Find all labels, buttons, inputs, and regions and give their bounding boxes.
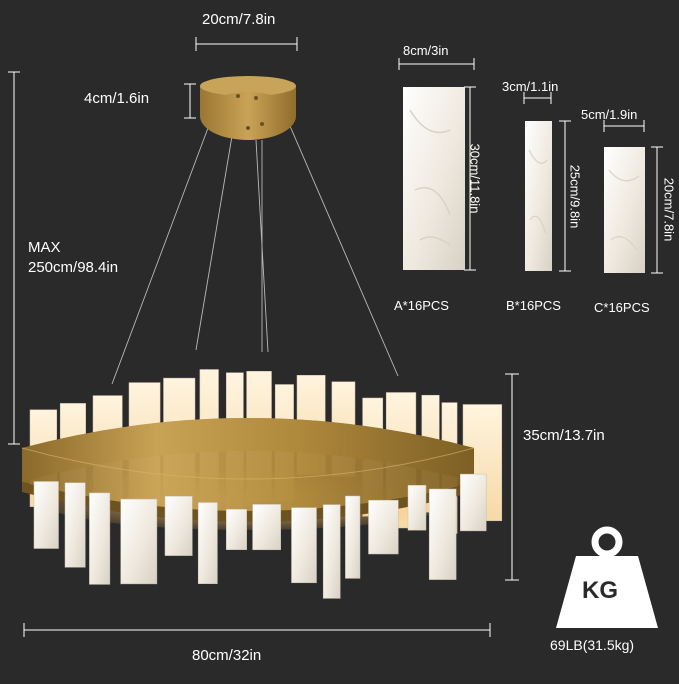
- piece-b-height-label: 25cm/9.8in: [567, 164, 583, 229]
- alabaster-panel: [197, 502, 218, 584]
- ring-diameter-label: 80cm/32in: [192, 647, 262, 664]
- alabaster-panel: [291, 507, 317, 584]
- piece-c: [604, 147, 645, 273]
- alabaster-panel: [252, 504, 281, 551]
- piece-c-count-label: C*16PCS: [594, 300, 650, 315]
- piece-b-count-label: B*16PCS: [506, 298, 561, 313]
- ring-height-label: 35cm/13.7in: [523, 427, 605, 444]
- canopy-height-label: 4cm/1.6in: [84, 90, 150, 107]
- dimension-lines: [8, 37, 663, 637]
- alabaster-panel: [120, 498, 158, 585]
- alabaster-panel: [460, 473, 487, 532]
- alabaster-panel: [33, 481, 59, 549]
- alabaster-panel: [407, 485, 427, 531]
- weight-icon: [556, 526, 658, 628]
- alabaster-panel: [368, 499, 399, 555]
- alabaster-panel: [89, 492, 111, 585]
- piece-b: [525, 121, 552, 271]
- piece-a: [403, 87, 465, 270]
- piece-a-width-label: 8cm/3in: [403, 43, 449, 58]
- max-hanging-label-2: 250cm/98.4in: [28, 259, 119, 276]
- suspension-wires: [111, 125, 399, 385]
- weight-icon-label: KG: [582, 577, 618, 604]
- alabaster-panel: [345, 495, 361, 579]
- alabaster-panel: [64, 482, 86, 568]
- ceiling-canopy: [200, 76, 296, 140]
- alabaster-panel: [428, 488, 457, 580]
- weight-label: 69LB(31.5kg): [550, 637, 635, 653]
- piece-a-height-label: 30cm/11.8in: [467, 143, 483, 214]
- alabaster-panel: [226, 509, 247, 550]
- piece-c-height-label: 20cm/7.8in: [661, 177, 677, 242]
- front-alabaster-panels: [33, 473, 487, 599]
- canopy-diameter-label: 20cm/7.8in: [202, 11, 276, 28]
- piece-b-width-label: 3cm/1.1in: [502, 79, 559, 94]
- piece-a-count-label: A*16PCS: [394, 298, 449, 313]
- max-hanging-label-1: MAX: [28, 239, 61, 256]
- alabaster-panel: [322, 504, 341, 599]
- alabaster-panel: [164, 495, 193, 556]
- piece-c-width-label: 5cm/1.9in: [581, 107, 638, 122]
